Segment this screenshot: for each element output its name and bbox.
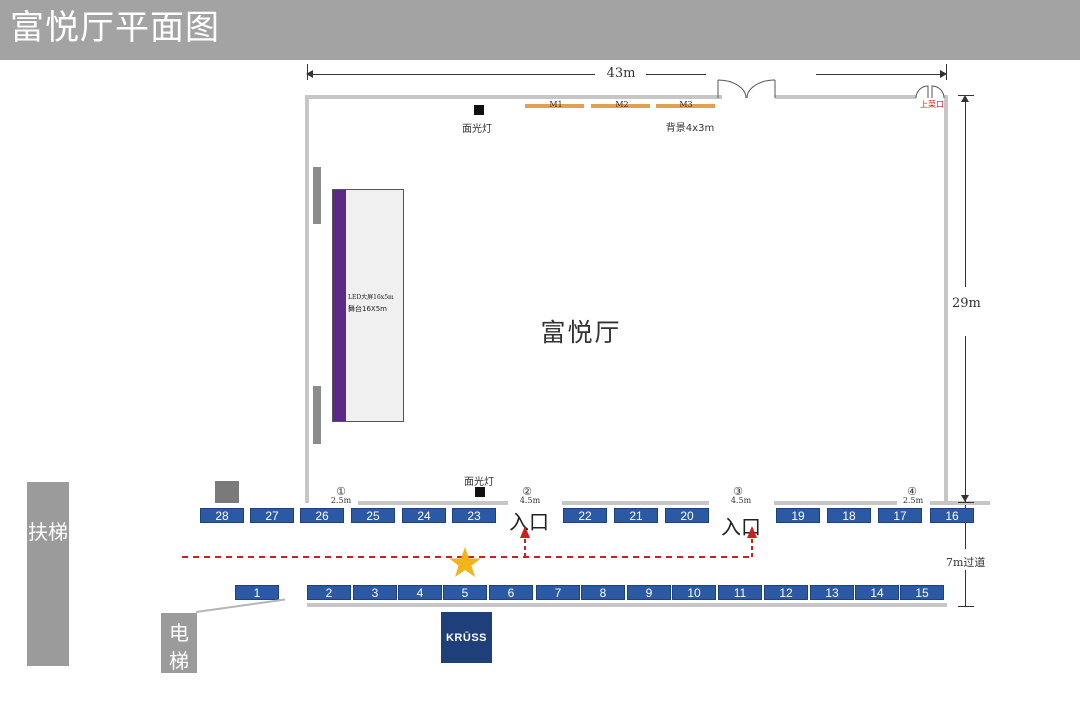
backdrop-m1-label: M1	[549, 100, 563, 109]
booth-23: 23	[452, 508, 496, 523]
hall-left-wall	[305, 95, 309, 503]
booth-18: 18	[827, 508, 871, 523]
booth-16: 16	[930, 508, 974, 523]
booth-15: 15	[900, 585, 944, 600]
corridor-tick-bottom	[958, 606, 974, 607]
booth-24: 24	[402, 508, 446, 523]
dimension-line-right	[816, 74, 944, 75]
entry-label-2: 入口	[509, 510, 549, 534]
booth-20: 20	[665, 508, 709, 523]
hall-right-wall	[944, 95, 948, 503]
booth-12: 12	[764, 585, 808, 600]
escalator-label: 扶梯	[28, 520, 68, 544]
face-light-label-bottom: 面光灯	[464, 477, 494, 488]
kruss-logo: KRŪSS	[441, 612, 492, 663]
booth-8: 8	[581, 585, 625, 600]
face-light-icon-top	[474, 105, 484, 115]
corridor-line-top	[965, 505, 966, 549]
backdrop-m1	[525, 104, 584, 108]
kruss-logo-text: KRŪSS	[445, 631, 487, 644]
height-tick-bottom	[958, 502, 974, 503]
dimension-arrow-right	[940, 70, 947, 78]
booth-7: 7	[536, 585, 580, 600]
height-line-top	[965, 97, 966, 287]
hall-top-wall-left	[305, 95, 722, 99]
backdrop-m3-label: M3	[679, 100, 693, 109]
double-door-icon	[717, 79, 776, 99]
location-star-icon	[449, 547, 481, 577]
elevator-label: 电梯	[169, 621, 189, 673]
height-dimension-label: 29m	[952, 296, 981, 311]
corridor-line-bottom	[965, 570, 966, 606]
page-title: 富悦厅平面图	[10, 8, 220, 48]
booth-13: 13	[810, 585, 854, 600]
entrance-1-number: ①	[336, 485, 346, 498]
entrance-2-number: ②	[522, 485, 532, 498]
hall-bottom-wall-4	[930, 501, 990, 505]
booth-11: 11	[718, 585, 762, 600]
elevator-block	[161, 613, 197, 673]
height-arrow-bottom	[961, 495, 969, 502]
hall-bottom-wall-1	[358, 501, 508, 505]
booth-21: 21	[614, 508, 658, 523]
booth-27: 27	[250, 508, 294, 523]
entrance-3-width: 4.5m	[730, 496, 752, 505]
booth-17: 17	[878, 508, 922, 523]
height-arrow-top	[961, 95, 969, 102]
booth-28: 28	[200, 508, 244, 523]
booth-22: 22	[563, 508, 607, 523]
booth-5: 5	[443, 585, 487, 600]
booth-9: 9	[627, 585, 671, 600]
booth-19: 19	[776, 508, 820, 523]
backdrop-m2	[591, 104, 650, 108]
height-line-bottom	[965, 336, 966, 502]
entrance-1-width: 2.5m	[330, 496, 352, 505]
speaker-left-bottom	[313, 386, 321, 444]
width-dimension-label: 43m	[606, 66, 636, 81]
header-bar	[0, 0, 1080, 60]
entrance-4-width: 2.5m	[902, 496, 924, 505]
hall-bottom-wall-3	[774, 501, 897, 505]
face-light-label-top: 面光灯	[462, 124, 492, 135]
dimension-line-left	[310, 74, 595, 75]
stage-label: 舞台16X5m	[348, 305, 387, 313]
entrance-3-number: ③	[733, 485, 743, 498]
backdrop-m2-label: M2	[615, 100, 629, 109]
booth-4: 4	[398, 585, 442, 600]
entrance-4-number: ④	[907, 485, 917, 498]
booth-14: 14	[855, 585, 899, 600]
backdrop-size-label: 背景4x3m	[665, 123, 715, 134]
pillar-block	[215, 481, 239, 503]
booth-3: 3	[353, 585, 397, 600]
dimension-arrow-left	[306, 70, 313, 78]
led-screen	[333, 190, 346, 421]
hall-top-wall-right	[775, 95, 916, 99]
corridor-label: 7m过道	[946, 556, 986, 569]
backdrop-m3	[656, 104, 715, 108]
booth-10: 10	[672, 585, 716, 600]
booth-26: 26	[300, 508, 344, 523]
corridor-bottom-wall	[307, 603, 947, 607]
booth-6: 6	[489, 585, 533, 600]
led-screen-label: LED大屏16x5m	[348, 294, 394, 301]
loading-door-icon	[915, 85, 945, 99]
booth-1: 1	[235, 585, 279, 600]
hall-name: 富悦厅	[540, 318, 622, 347]
dimension-line-mid	[646, 74, 706, 75]
speaker-left-top	[313, 167, 321, 224]
face-light-icon-bottom	[475, 487, 485, 497]
loading-door-label: 上菜口	[920, 100, 944, 109]
entrance-2-width: 4.5m	[519, 496, 541, 505]
hall-bottom-wall-2	[562, 501, 709, 505]
booth-25: 25	[351, 508, 395, 523]
escalator-block	[27, 482, 69, 666]
booth-2: 2	[307, 585, 351, 600]
